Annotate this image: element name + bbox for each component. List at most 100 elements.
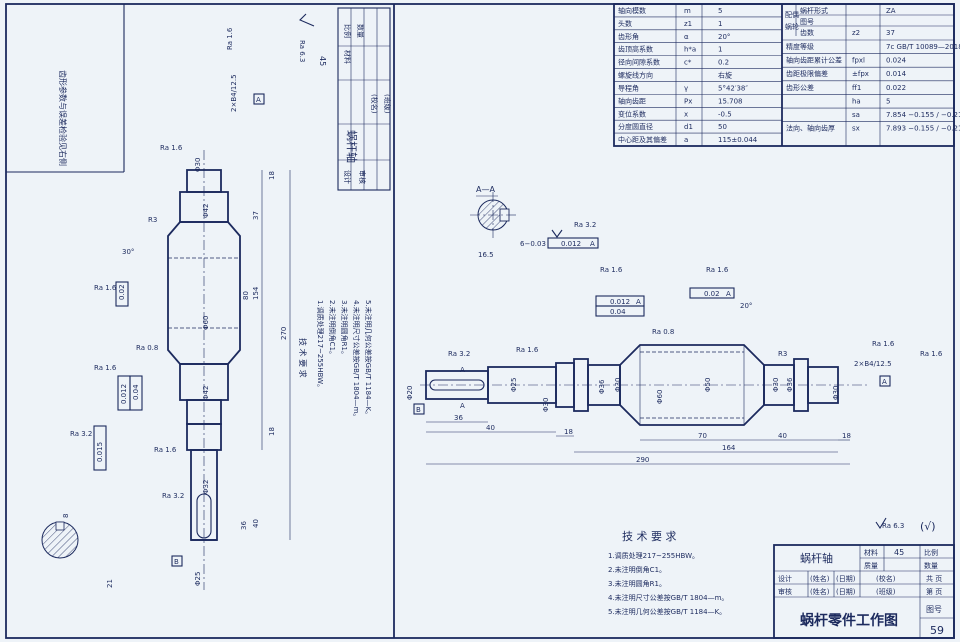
param-name: 轴向齿距 bbox=[618, 96, 646, 105]
mate-label: 配偶 bbox=[785, 10, 799, 19]
param-value: 15.708 bbox=[718, 97, 743, 105]
figure-number: 59 bbox=[930, 624, 944, 637]
mate-label-worm-wheel: 蜗轮 bbox=[785, 22, 799, 31]
svg-text:30°: 30° bbox=[122, 248, 134, 256]
tech-item-2: 2.未注明倒角C1。 bbox=[608, 565, 666, 574]
mate-value: 5 bbox=[886, 97, 890, 105]
title-block: Ra 6.3 (√) 蜗杆轴 材料 45 比例 质量 数量 设计 (姓名) (日… bbox=[773, 517, 955, 639]
tech-item-4: 4.未注明尺寸公差按GB/T 1804—m。 bbox=[608, 593, 728, 602]
parameter-table bbox=[613, 3, 955, 147]
svg-text:70: 70 bbox=[698, 432, 707, 440]
svg-text:Ra 1.6: Ra 1.6 bbox=[226, 27, 234, 50]
svg-text:8: 8 bbox=[62, 514, 70, 518]
svg-text:数量: 数量 bbox=[356, 24, 365, 38]
svg-text:Ra 1.6: Ra 1.6 bbox=[600, 266, 623, 274]
param-value: 115±0.044 bbox=[718, 136, 758, 144]
svg-text:Ra 1.6: Ra 1.6 bbox=[154, 446, 177, 454]
svg-text:Ra 1.6: Ra 1.6 bbox=[706, 266, 729, 274]
svg-text:18: 18 bbox=[842, 432, 851, 440]
svg-text:Φ25: Φ25 bbox=[194, 572, 202, 586]
svg-text:A: A bbox=[636, 298, 641, 306]
svg-text:3.未注明圆角R1。: 3.未注明圆角R1。 bbox=[340, 300, 349, 358]
param-value: 0.2 bbox=[718, 59, 729, 67]
mate-name: 齿距极限偏差 bbox=[786, 69, 828, 78]
left-tech-requirements: 技 术 要 求 bbox=[298, 338, 308, 378]
svg-text:Φ36: Φ36 bbox=[598, 379, 606, 394]
tech-heading: 技 术 要 求 bbox=[622, 530, 677, 543]
param-symbol: h*a bbox=[684, 46, 696, 54]
svg-text:Ra 3.2: Ra 3.2 bbox=[574, 221, 596, 229]
svg-text:(姓名): (姓名) bbox=[810, 587, 830, 596]
param-symbol: x bbox=[684, 110, 688, 118]
mate-value: ZA bbox=[886, 7, 896, 15]
main-shaft: B A 2×B4/12.5 Ra 1.6 Ra 1.6 R3 20° Ra 0.… bbox=[406, 266, 943, 465]
mate-symbol: ±fpx bbox=[852, 70, 869, 78]
param-name: 头数 bbox=[618, 19, 632, 28]
mate-symbol: sa bbox=[852, 111, 860, 119]
svg-text:21: 21 bbox=[106, 579, 114, 588]
mate-value: 0.022 bbox=[886, 84, 906, 92]
svg-text:数量: 数量 bbox=[924, 561, 938, 570]
svg-text:Φ30: Φ30 bbox=[194, 158, 202, 172]
svg-text:36: 36 bbox=[454, 414, 463, 422]
svg-text:(班级): (班级) bbox=[876, 587, 896, 596]
svg-text:4.未注明尺寸公差按GB/T 1804—m。: 4.未注明尺寸公差按GB/T 1804—m。 bbox=[352, 300, 361, 420]
svg-text:Ra 1.6: Ra 1.6 bbox=[516, 346, 539, 354]
param-name: 螺旋线方向 bbox=[618, 71, 653, 80]
side-note: 齿形参数与误差检验见右侧 bbox=[58, 70, 68, 166]
svg-text:37: 37 bbox=[252, 211, 260, 220]
svg-text:40: 40 bbox=[252, 519, 260, 528]
svg-text:Φ42: Φ42 bbox=[202, 204, 210, 218]
svg-text:18: 18 bbox=[564, 428, 573, 436]
svg-text:0.04: 0.04 bbox=[132, 384, 140, 400]
svg-text:Φ30: Φ30 bbox=[832, 386, 840, 400]
param-symbol: Px bbox=[684, 97, 692, 105]
svg-text:A: A bbox=[726, 290, 731, 298]
svg-text:16.5: 16.5 bbox=[478, 251, 494, 259]
svg-text:2×B4/12.5: 2×B4/12.5 bbox=[854, 360, 892, 368]
tech-item-3: 3.未注明圆角R1。 bbox=[608, 579, 666, 588]
svg-text:(日期): (日期) bbox=[836, 575, 856, 583]
svg-text:B: B bbox=[174, 558, 179, 566]
svg-text:A: A bbox=[882, 378, 887, 386]
svg-text:R3: R3 bbox=[148, 216, 157, 224]
svg-text:Ra 3.2: Ra 3.2 bbox=[70, 430, 92, 438]
svg-text:0.02: 0.02 bbox=[704, 290, 720, 298]
svg-text:18: 18 bbox=[268, 171, 276, 180]
tech-item-5: 5.未注明几何公差按GB/T 1184—K。 bbox=[608, 607, 726, 616]
mate-symbol: z2 bbox=[852, 29, 860, 37]
left-title-block: 蜗杆轴 (校名) (班级) 设计 审核 材料 比例 数量 45 Ra 6.3 bbox=[298, 7, 392, 191]
param-value: -0.5 bbox=[718, 110, 732, 118]
svg-text:(班级): (班级) bbox=[383, 94, 392, 114]
svg-text:第 页: 第 页 bbox=[926, 587, 942, 596]
svg-text:Φ20: Φ20 bbox=[406, 386, 414, 400]
svg-text:Φ25: Φ25 bbox=[510, 378, 518, 392]
section-a-a: A—A 16.5 6−0.03 Ra 3.2 0.012 A bbox=[470, 185, 599, 259]
svg-text:0.012: 0.012 bbox=[120, 384, 128, 404]
svg-text:20°: 20° bbox=[740, 302, 752, 310]
svg-text:B: B bbox=[416, 406, 421, 414]
svg-text:0.012: 0.012 bbox=[561, 240, 581, 248]
param-symbol: z1 bbox=[684, 20, 692, 28]
svg-text:(校名): (校名) bbox=[876, 574, 896, 583]
svg-text:Ra 1.6: Ra 1.6 bbox=[160, 144, 183, 152]
param-value: 1 bbox=[718, 46, 722, 54]
svg-text:A: A bbox=[590, 240, 595, 248]
svg-text:A: A bbox=[460, 366, 465, 374]
param-name: 导程角 bbox=[618, 83, 639, 92]
svg-text:0.02: 0.02 bbox=[118, 284, 126, 300]
part-name: 蜗杆轴 bbox=[800, 551, 833, 565]
svg-text:2×B4/12.5: 2×B4/12.5 bbox=[230, 74, 238, 112]
drawing-title: 蜗杆零件工作图 bbox=[800, 612, 898, 629]
param-name: 齿形角 bbox=[618, 32, 639, 41]
svg-text:45: 45 bbox=[894, 548, 904, 557]
svg-text:Ra 6.3: Ra 6.3 bbox=[298, 40, 306, 62]
svg-text:Ra 1.6: Ra 1.6 bbox=[94, 284, 117, 292]
svg-text:(校名): (校名) bbox=[370, 94, 379, 114]
svg-text:技 术 要 求: 技 术 要 求 bbox=[298, 338, 308, 378]
svg-text:(日期): (日期) bbox=[836, 588, 856, 596]
svg-text:1.调质处理217~255HBW。: 1.调质处理217~255HBW。 bbox=[316, 300, 325, 391]
param-symbol: γ bbox=[684, 84, 688, 92]
svg-text:蜗杆轴: 蜗杆轴 bbox=[345, 130, 359, 163]
